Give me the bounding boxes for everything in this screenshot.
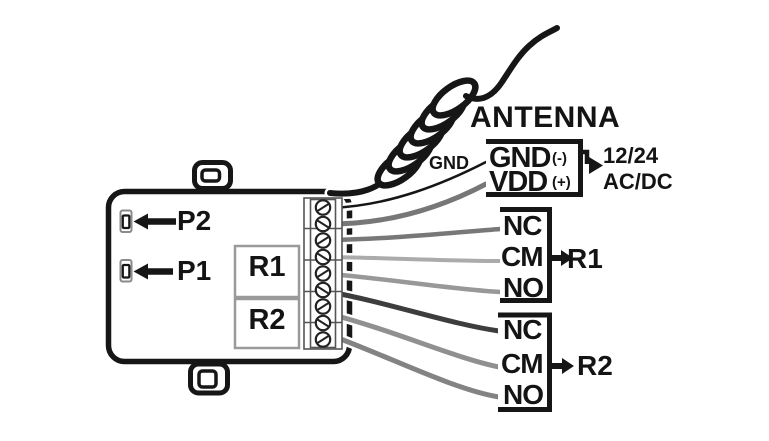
relay2-cm-label: CM bbox=[501, 348, 544, 379]
p1-button-label: P1 bbox=[177, 255, 212, 286]
antenna-tail bbox=[463, 25, 560, 102]
wire-r1-no bbox=[327, 271, 503, 295]
wire-vdd bbox=[327, 181, 489, 227]
relay1-chip-box bbox=[233, 244, 301, 299]
power-vdd-label: VDD bbox=[489, 166, 548, 198]
relay1-nc-label: NC bbox=[503, 210, 542, 241]
relay2-nc-label: NC bbox=[503, 314, 542, 345]
button-p1 bbox=[119, 259, 133, 283]
antenna-label: ANTENNA bbox=[470, 101, 621, 134]
p2-button-label: P2 bbox=[177, 205, 212, 236]
relay1-no-label: NO bbox=[503, 272, 544, 303]
button-p2 bbox=[119, 209, 133, 233]
relay1-chip-label: R1 bbox=[248, 251, 286, 283]
relay2-chip-box bbox=[233, 297, 301, 350]
power-box bbox=[486, 139, 583, 197]
mounting-tab-top bbox=[192, 160, 233, 191]
relay1-terminal-box bbox=[500, 207, 552, 303]
relay2-chip-label: R2 bbox=[248, 304, 286, 336]
terminal-block bbox=[303, 197, 343, 350]
wire-r1-cm bbox=[328, 255, 502, 263]
supply-voltage-label: 12/24 bbox=[603, 143, 659, 168]
p2-arrow-icon bbox=[133, 213, 176, 230]
gnd-wire-label: GND bbox=[429, 153, 469, 173]
gnd-polarity-label: (-) bbox=[552, 150, 567, 167]
wire-r2-cm bbox=[327, 311, 502, 370]
antenna-coil-icon bbox=[374, 25, 560, 189]
vdd-polarity-label: (+) bbox=[552, 174, 571, 191]
wire-r2-no bbox=[327, 332, 502, 400]
p1-arrow-icon bbox=[133, 263, 173, 280]
r2-arrow-icon bbox=[550, 358, 574, 374]
supply-type-label: AC/DC bbox=[603, 169, 673, 194]
r1-arrow-icon bbox=[550, 250, 573, 266]
mounting-tab-bottom-hole bbox=[197, 369, 218, 389]
wire-gnd bbox=[328, 160, 488, 210]
power-arrow-icon bbox=[582, 149, 603, 174]
relay2-terminal-box bbox=[498, 312, 552, 412]
wires bbox=[324, 158, 505, 402]
screw-slots bbox=[316, 203, 330, 344]
relay2-no-label: NO bbox=[503, 379, 544, 410]
relay1-label: R1 bbox=[567, 243, 603, 274]
power-gnd-label: GND bbox=[489, 142, 551, 174]
relay2-label: R2 bbox=[577, 350, 613, 381]
wire-r2-nc bbox=[327, 289, 502, 334]
wire-r1-nc bbox=[327, 226, 503, 243]
relay1-cm-label: CM bbox=[501, 241, 544, 272]
